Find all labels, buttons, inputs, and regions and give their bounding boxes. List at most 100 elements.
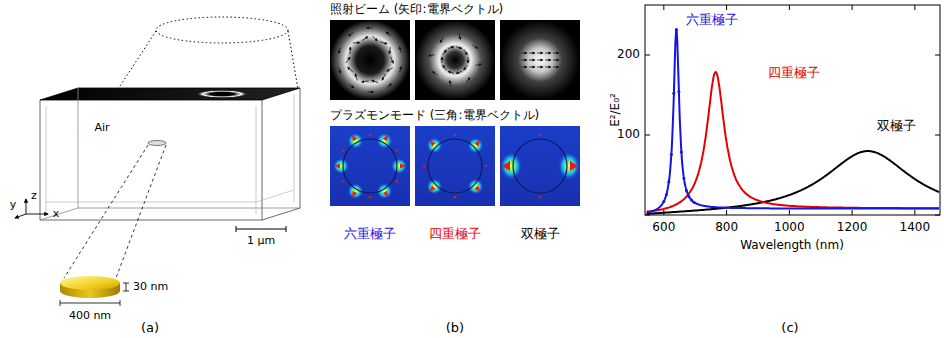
field-hotspot xyxy=(500,152,522,180)
medium-label: Air xyxy=(94,122,109,135)
tick xyxy=(914,5,915,10)
data-point xyxy=(685,189,688,192)
data-point xyxy=(667,180,670,183)
field-arrow xyxy=(450,81,451,87)
field-arrow xyxy=(443,65,447,70)
tick xyxy=(914,210,915,215)
field-arrow xyxy=(391,57,394,63)
spectrum-plot xyxy=(645,5,940,215)
field-arrow xyxy=(339,48,341,54)
field-arrow xyxy=(529,53,535,54)
field-triangle xyxy=(395,150,398,153)
field-triangle xyxy=(352,191,357,197)
axis-title: Wavelength (nm) xyxy=(740,239,844,253)
gold-disk xyxy=(60,276,129,306)
disk-outline xyxy=(343,139,397,193)
field-triangle xyxy=(383,191,388,197)
dimension-label: 400 nm xyxy=(69,310,111,323)
field-arrow xyxy=(362,37,368,41)
mode-name: 六重極子 xyxy=(344,227,396,242)
field-triangle xyxy=(539,133,542,136)
data-point xyxy=(675,28,678,31)
field-hotspot xyxy=(464,175,487,198)
field-triangle xyxy=(341,180,344,183)
field-arrow xyxy=(367,91,373,92)
field-arrow xyxy=(459,34,460,40)
tick xyxy=(852,5,853,10)
field-hotspot xyxy=(391,158,407,174)
tick xyxy=(935,55,940,56)
field-hotspot xyxy=(333,158,349,174)
field-arrow xyxy=(386,32,391,35)
field-arrow xyxy=(456,47,462,49)
panel-label: (c) xyxy=(781,321,798,336)
tick-label: 1400 xyxy=(900,221,931,235)
field-triangle xyxy=(539,196,542,199)
field-arrow xyxy=(545,60,551,61)
row-title: 照射ビーム (矢印:電界ベクトル) xyxy=(330,3,503,17)
tick xyxy=(935,135,940,136)
field-triangle xyxy=(383,135,388,141)
field-arrow xyxy=(456,71,462,73)
field-arrow xyxy=(387,68,393,71)
field-hotspot xyxy=(423,175,446,198)
field-arrow xyxy=(372,80,379,83)
data-point xyxy=(665,193,668,196)
tick xyxy=(789,5,790,10)
scale-label: 1 μm xyxy=(247,235,275,248)
field-triangle xyxy=(400,164,406,169)
field-triangle xyxy=(395,180,398,183)
field-arrow xyxy=(529,67,535,68)
field-arrow xyxy=(521,60,527,61)
curve-label: 四重極子 xyxy=(768,66,820,81)
simulation-box xyxy=(40,17,300,220)
field-arrow xyxy=(442,57,443,63)
tick-label: 1200 xyxy=(837,221,868,235)
field-triangle xyxy=(474,141,480,147)
field-arrow xyxy=(349,84,354,87)
tick xyxy=(726,5,727,10)
field-hotspot xyxy=(374,130,396,152)
field-arrow xyxy=(339,67,341,73)
field-arrow xyxy=(443,50,447,55)
field-arrow xyxy=(367,27,373,28)
data-point xyxy=(680,151,683,154)
field-hotspot xyxy=(345,180,367,202)
data-point xyxy=(682,177,685,180)
scale-bar xyxy=(236,226,286,232)
field-arrow xyxy=(537,67,543,68)
field-triangle xyxy=(369,133,372,136)
tick xyxy=(645,135,650,136)
field-arrow xyxy=(348,67,353,72)
data-point xyxy=(692,201,695,204)
field-arrow xyxy=(350,47,351,54)
panel-label: (a) xyxy=(141,321,159,336)
field-arrow xyxy=(464,50,468,55)
field-hotspot xyxy=(345,130,367,152)
axis-name: y xyxy=(10,199,17,212)
dipole-curve xyxy=(647,151,939,214)
axis-triad xyxy=(15,199,48,218)
field-arrow xyxy=(553,67,559,68)
field-arrow xyxy=(448,47,454,49)
axis-name: z xyxy=(31,190,37,203)
field-arrow xyxy=(346,57,350,63)
field-arrow xyxy=(362,81,369,82)
field-hotspot xyxy=(374,180,396,202)
hexapole-curve xyxy=(647,31,939,213)
field-arrow xyxy=(448,71,454,73)
field-arrow xyxy=(545,53,551,54)
axis-title: E²/E₀² xyxy=(609,93,623,127)
data-point xyxy=(672,92,675,95)
field-triangle xyxy=(334,164,340,169)
field-arrow xyxy=(464,65,468,70)
field-arrow xyxy=(380,42,387,44)
field-arrow xyxy=(529,60,535,61)
data-point xyxy=(662,200,665,203)
field-hotspot xyxy=(423,134,446,157)
disk-outline xyxy=(428,139,482,193)
tick xyxy=(789,210,790,215)
disk-outline xyxy=(513,139,567,193)
field-triangle xyxy=(430,185,436,191)
